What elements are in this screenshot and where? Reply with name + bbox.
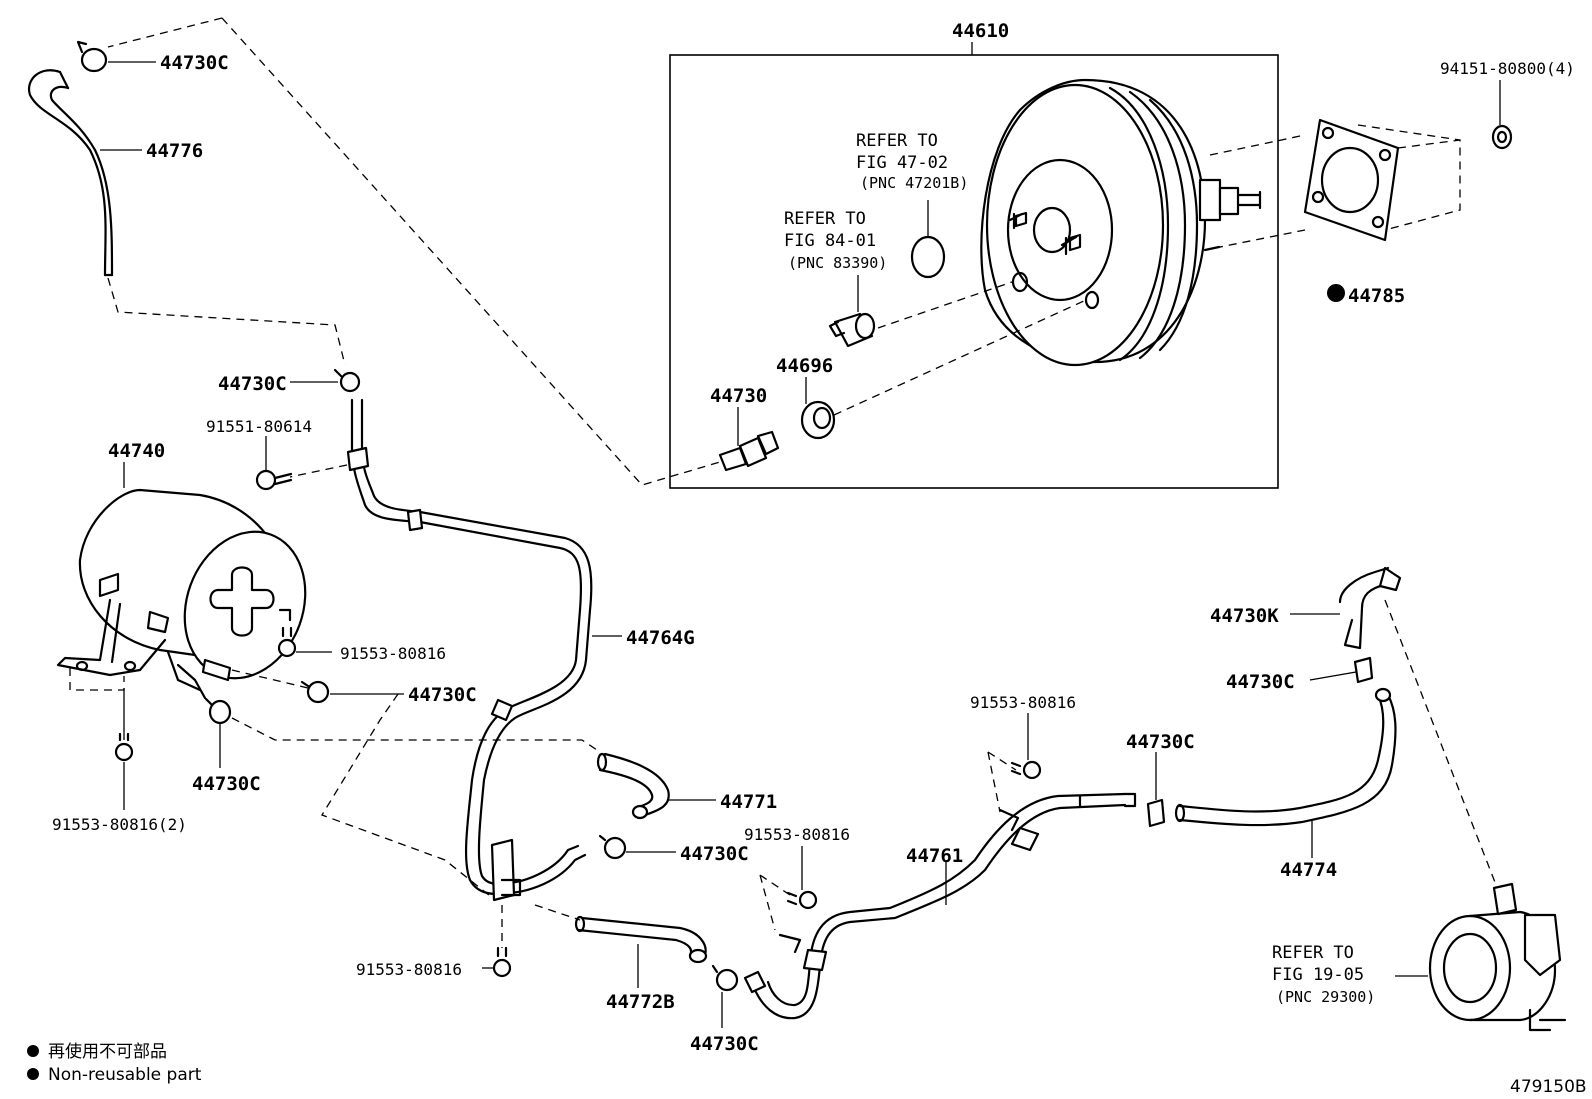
label-44761: 44761 xyxy=(906,845,963,867)
label-91553-2: 91553-80816(2) xyxy=(52,815,187,834)
ref3-line1: REFER TO xyxy=(1272,943,1354,963)
brake-booster-44610 xyxy=(980,78,1262,367)
label-44771: 44771 xyxy=(720,791,777,813)
vacuum-pump xyxy=(1428,882,1567,1032)
label-44696: 44696 xyxy=(776,355,833,377)
label-44730: 44730 xyxy=(710,385,767,407)
label-44774: 44774 xyxy=(1280,859,1337,881)
ref3-line3: (PNC 29300) xyxy=(1276,988,1375,1006)
vacuum-sensor xyxy=(828,312,876,348)
hose-44774 xyxy=(1174,687,1397,827)
check-valve-44730 xyxy=(718,430,780,472)
legend-bullet-icon-en xyxy=(27,1068,39,1080)
label-91553-lower-left: 91553-80816 xyxy=(356,960,462,979)
booster-group-box xyxy=(669,54,1279,489)
label-44730c-canister: 44730C xyxy=(408,684,477,706)
legend-jp: 再使用不可部品 xyxy=(48,1041,167,1062)
clamp-44730c-44771 xyxy=(598,834,627,860)
label-44730k: 44730K xyxy=(1210,605,1279,627)
bolt-91553-2 xyxy=(114,732,134,762)
tube-44764g xyxy=(346,398,593,902)
clamp-44730c-right xyxy=(1353,656,1374,684)
label-44730c-canister-bottom: 44730C xyxy=(192,773,261,795)
label-44730c-44774: 44730C xyxy=(1126,731,1195,753)
nut-94151 xyxy=(1491,124,1513,150)
ref1-line1: REFER TO xyxy=(856,131,938,151)
label-44740: 44740 xyxy=(108,440,165,462)
label-44764g: 44764G xyxy=(626,627,695,649)
hose-44730k xyxy=(1338,566,1402,650)
clamp-44730c-top xyxy=(76,40,108,73)
label-94151: 94151-80800(4) xyxy=(1440,59,1575,78)
label-44610: 44610 xyxy=(952,20,1009,42)
bolt-91553-canister xyxy=(277,626,297,658)
figure-code: 479150B xyxy=(1510,1077,1587,1097)
bolt-91553-lower-left xyxy=(492,946,512,978)
label-44772b: 44772B xyxy=(606,991,675,1013)
hose-44776 xyxy=(27,69,114,277)
legend-bullet-icon-jp xyxy=(27,1045,39,1057)
ref3-line2: FIG 19-05 xyxy=(1272,965,1364,985)
tube-44761 xyxy=(743,792,1137,1020)
label-91553-right: 91553-80816 xyxy=(970,693,1076,712)
bolt-91553-right xyxy=(1010,760,1042,780)
clamp-44730c-canister xyxy=(300,680,330,704)
label-44730c-top: 44730C xyxy=(160,52,229,74)
label-91551-80614: 91551-80614 xyxy=(206,417,312,436)
label-44785: 44785 xyxy=(1348,285,1405,307)
label-44730c-mid: 44730C xyxy=(218,373,287,395)
o-ring xyxy=(910,235,946,279)
ref2-line1: REFER TO xyxy=(784,209,866,229)
ref2-line3: (PNC 83390) xyxy=(788,254,887,272)
hose-44772b xyxy=(574,915,708,964)
ref1-line2: FIG 47-02 xyxy=(856,153,948,173)
label-44730c-bottom: 44730C xyxy=(690,1033,759,1055)
label-44730c-right: 44730C xyxy=(1226,671,1295,693)
clamp-44730c-mid xyxy=(333,368,361,393)
label-91553-canister: 91553-80816 xyxy=(340,644,446,663)
label-44730c-44771: 44730C xyxy=(680,843,749,865)
label-44776: 44776 xyxy=(146,140,203,162)
ref2-line2: FIG 84-01 xyxy=(784,231,876,251)
non-reusable-marker-icon xyxy=(1327,284,1345,302)
bolt-91553-mid xyxy=(786,890,818,910)
legend-en: Non-reusable part xyxy=(48,1065,202,1085)
bolt-91551 xyxy=(255,469,293,491)
hose-44771 xyxy=(596,752,670,820)
grommet-44696 xyxy=(800,400,836,440)
clamp-44730c-44774 xyxy=(1146,798,1166,828)
clamp-44730c-bottom xyxy=(711,964,739,992)
gasket-plate-44785 xyxy=(1303,118,1400,242)
ref1-line3: (PNC 47201B) xyxy=(860,174,968,192)
clamp-44730c-canister-bottom xyxy=(204,697,232,725)
label-91553-mid: 91553-80816 xyxy=(744,825,850,844)
canister-44740 xyxy=(56,488,307,700)
